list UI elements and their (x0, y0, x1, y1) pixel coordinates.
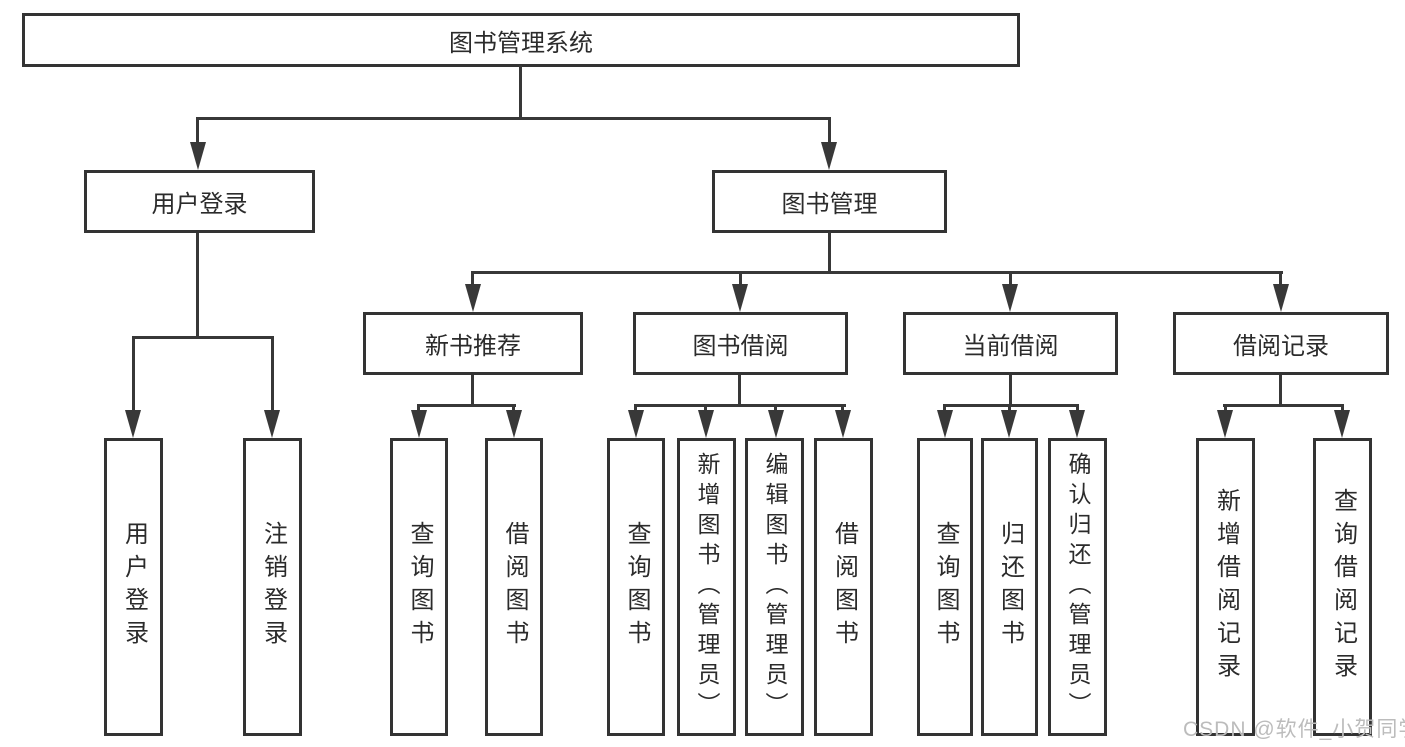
connector-recommendation-stem (471, 375, 474, 406)
leaf-query-books-current: 查询图书 (917, 438, 973, 736)
watermark: CSDN @软件_小贺同学 (1183, 718, 1405, 741)
connector-current-crossbar (943, 404, 1079, 407)
arrowhead-leaf-query-books-2 (628, 410, 644, 438)
node-current-borrowing: 当前借阅 (903, 312, 1118, 375)
node-label: 查询图书 (932, 521, 959, 653)
leaf-borrow-books: 借阅图书 (814, 438, 873, 736)
arrowhead-book-borrowing (732, 284, 748, 312)
node-label: 注销登录 (259, 521, 287, 653)
connector-to-leaf-borrow-books-2 (841, 404, 844, 413)
node-label: 借阅图书 (830, 521, 858, 653)
arrowhead-leaf-logout (264, 410, 280, 438)
arrowhead-new-book-recommendation (465, 284, 481, 312)
node-library-management-system: 图书管理系统 (22, 13, 1020, 67)
leaf-user-login: 用户登录 (104, 438, 163, 736)
node-book-management: 图书管理 (712, 170, 947, 233)
node-label: 用户登录 (151, 191, 248, 218)
node-label: 查询借阅记录 (1329, 488, 1357, 686)
connector-borrowing-crossbar (635, 404, 846, 407)
leaf-borrow-books-recommend: 借阅图书 (485, 438, 543, 736)
arrowhead-leaf-borrow-books-2 (835, 410, 851, 438)
connector-to-leaf-query-books-3 (943, 404, 946, 413)
node-label: 用户登录 (120, 521, 148, 653)
node-label: 新增图书（管理员） (694, 452, 720, 722)
leaf-add-books-admin: 新增图书（管理员） (677, 438, 736, 736)
node-label: 新增借阅记录 (1212, 488, 1240, 686)
arrowhead-leaf-query-books-3 (937, 410, 953, 438)
node-label: 借阅图书 (501, 521, 528, 653)
connector-records-crossbar (1223, 404, 1343, 407)
leaf-logout-login: 注销登录 (243, 438, 302, 736)
connector-recommendation-crossbar (417, 404, 516, 407)
connector-to-leaf-logout (271, 336, 274, 412)
arrowhead-borrowing-records (1273, 284, 1289, 312)
leaf-query-borrow-record: 查询借阅记录 (1313, 438, 1372, 736)
arrowhead-leaf-return-books (1001, 410, 1017, 438)
connector-root-crossbar (196, 117, 831, 120)
arrowhead-leaf-confirm-return (1069, 410, 1085, 438)
arrowhead-book-management (821, 142, 837, 170)
leaf-add-borrow-record: 新增借阅记录 (1196, 438, 1255, 736)
arrowhead-user-login (190, 142, 206, 170)
node-label: 借阅记录 (1233, 333, 1329, 360)
node-label: 归还图书 (996, 521, 1024, 653)
connector-to-leaf-query-record (1341, 404, 1344, 413)
connector-root-stem (519, 65, 522, 118)
node-user-login: 用户登录 (84, 170, 315, 233)
node-label: 新书推荐 (425, 333, 521, 360)
connector-to-leaf-confirm-return (1076, 404, 1079, 413)
leaf-confirm-return-admin: 确认归还（管理员） (1048, 438, 1107, 736)
arrowhead-leaf-add-record (1217, 410, 1233, 438)
connector-records-stem (1279, 375, 1282, 406)
node-label: 查询图书 (623, 521, 650, 653)
node-new-book-recommendation: 新书推荐 (363, 312, 583, 375)
connector-to-leaf-add-record (1224, 404, 1227, 413)
node-label: 确认归还（管理员） (1065, 452, 1091, 722)
arrowhead-current-borrowing (1002, 284, 1018, 312)
connector-borrowing-stem (738, 375, 741, 406)
connector-to-leaf-add-books (704, 404, 707, 413)
connector-to-borrowing-records (1279, 271, 1282, 286)
arrowhead-leaf-user-login (125, 410, 141, 438)
connector-user-login-crossbar (132, 336, 274, 339)
connector-to-current-borrowing (1009, 271, 1012, 286)
node-label: 图书管理 (781, 191, 878, 218)
connector-root-to-user-login (196, 117, 199, 144)
connector-to-book-borrowing (739, 271, 742, 286)
leaf-return-books: 归还图书 (981, 438, 1038, 736)
connector-book-management-stem (828, 232, 831, 273)
node-label: 当前借阅 (962, 333, 1059, 360)
arrowhead-leaf-query-books-1 (411, 410, 427, 438)
connector-book-management-crossbar (471, 271, 1283, 274)
connector-to-leaf-query-books-2 (634, 404, 637, 413)
arrowhead-leaf-add-books (698, 410, 714, 438)
node-label: 查询图书 (406, 521, 433, 653)
arrowhead-leaf-query-record (1334, 410, 1350, 438)
connector-user-login-stem (196, 233, 199, 337)
node-label: 图书管理系统 (449, 29, 593, 57)
connector-to-leaf-borrow-books-1 (512, 404, 515, 413)
connector-current-stem (1009, 375, 1012, 406)
leaf-edit-books-admin: 编辑图书（管理员） (745, 438, 804, 736)
node-book-borrowing: 图书借阅 (633, 312, 848, 375)
connector-to-leaf-return-books (1008, 404, 1011, 413)
leaf-query-books-borrowing: 查询图书 (607, 438, 665, 736)
connector-to-leaf-edit-books (774, 404, 777, 413)
arrowhead-leaf-borrow-books-1 (506, 410, 522, 438)
connector-root-to-book-management (828, 117, 831, 144)
arrowhead-leaf-edit-books (768, 410, 784, 438)
leaf-query-books-recommend: 查询图书 (390, 438, 448, 736)
node-label: 编辑图书（管理员） (762, 452, 788, 722)
connector-to-new-book-recommendation (471, 271, 474, 286)
node-borrowing-records: 借阅记录 (1173, 312, 1389, 375)
node-label: 图书借阅 (692, 333, 789, 360)
connector-to-leaf-query-books-1 (417, 404, 420, 413)
connector-to-leaf-user-login (132, 336, 135, 412)
